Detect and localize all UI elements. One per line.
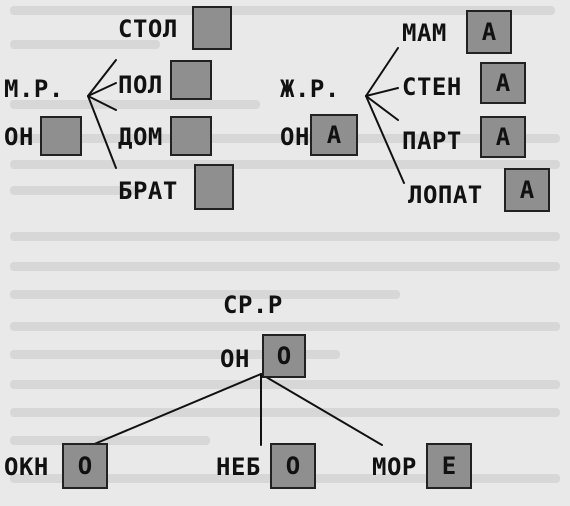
feminine-word-stem: ЛОПАТ bbox=[408, 181, 483, 209]
neuter-word-ending-box: О bbox=[62, 443, 108, 489]
feminine-word-stem: СТЕН bbox=[402, 73, 462, 101]
neuter-word-stem: МОР bbox=[372, 453, 417, 481]
neuter-word-ending-box: Е bbox=[426, 443, 472, 489]
masculine-word-ending-box bbox=[194, 164, 234, 210]
masculine-pronoun-ending-box bbox=[40, 116, 82, 156]
masculine-word-ending-box bbox=[170, 116, 212, 156]
neuter-pronoun: ОН bbox=[220, 345, 250, 373]
masculine-word-stem: СТОЛ bbox=[118, 15, 178, 43]
feminine-word-ending-box: А bbox=[480, 62, 526, 104]
masculine-pronoun: ОН bbox=[4, 123, 34, 151]
neuter-word-stem: НЕБ bbox=[216, 453, 261, 481]
feminine-word-stem: МАМ bbox=[402, 19, 447, 47]
neuter-label: СР.Р bbox=[223, 291, 283, 319]
masculine-word-ending-box bbox=[192, 6, 232, 50]
neuter-word-stem: ОКН bbox=[4, 453, 49, 481]
masculine-word-ending-box bbox=[170, 60, 212, 100]
feminine-word-ending-box: А bbox=[466, 10, 512, 54]
neuter-word-ending-box: О bbox=[270, 443, 316, 489]
neuter-pronoun-ending-box: О bbox=[262, 334, 306, 378]
feminine-pronoun: ОН bbox=[280, 123, 310, 151]
masculine-word-stem: ПОЛ bbox=[118, 71, 163, 99]
feminine-word-stem: ПАРТ bbox=[402, 127, 462, 155]
feminine-pronoun-ending-box: А bbox=[310, 114, 358, 156]
masculine-label: М.Р. bbox=[4, 75, 64, 103]
masculine-word-stem: ДОМ bbox=[118, 123, 163, 151]
feminine-label: Ж.Р. bbox=[280, 75, 340, 103]
feminine-word-ending-box: А bbox=[504, 168, 550, 212]
feminine-word-ending-box: А bbox=[480, 116, 526, 158]
masculine-word-stem: БРАТ bbox=[118, 177, 178, 205]
